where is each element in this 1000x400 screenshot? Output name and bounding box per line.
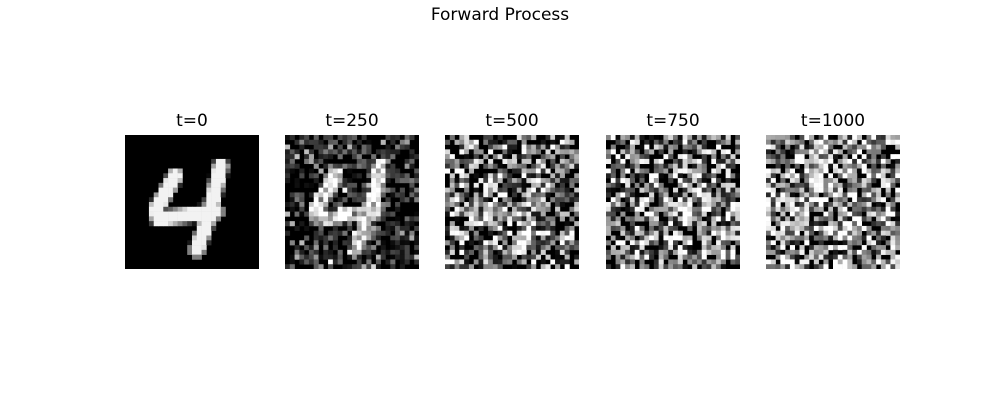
- pixel-grid: [125, 135, 259, 269]
- panel-label: t=250: [325, 111, 379, 131]
- noised-digit-image: [766, 135, 900, 269]
- panel-t750: t=750: [606, 109, 740, 269]
- noised-digit-image: [445, 135, 579, 269]
- pixel-grid: [766, 135, 900, 269]
- pixel-grid: [285, 135, 419, 269]
- noised-digit-image: [606, 135, 740, 269]
- panel-t0: t=0: [125, 109, 259, 269]
- panel-label: t=750: [646, 111, 700, 131]
- figure-title: Forward Process: [430, 5, 570, 25]
- panel-t500: t=500: [445, 109, 579, 269]
- panel-label: t=0: [176, 111, 208, 131]
- pixel-grid: [445, 135, 579, 269]
- noised-digit-image: [125, 135, 259, 269]
- pixel-grid: [606, 135, 740, 269]
- panel-t250: t=250: [285, 109, 419, 269]
- panel-label: t=1000: [800, 111, 866, 131]
- panel-label: t=500: [485, 111, 539, 131]
- noised-digit-image: [285, 135, 419, 269]
- panel-t1000: t=1000: [766, 109, 900, 269]
